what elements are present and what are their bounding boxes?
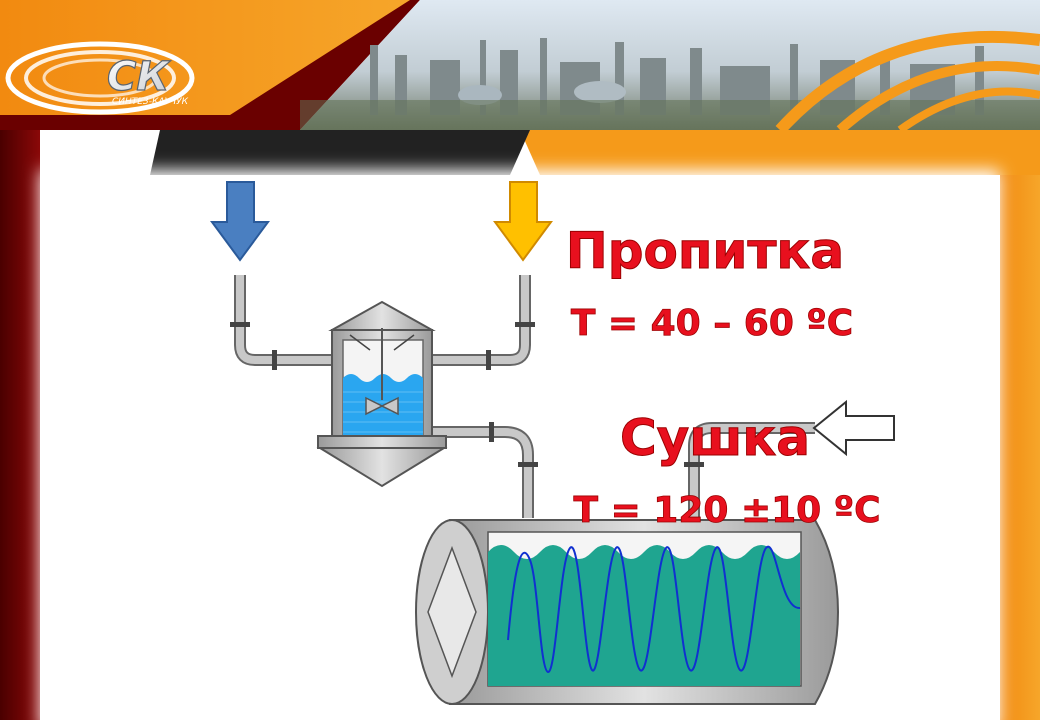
down-arrow-icon	[493, 181, 553, 262]
impregnation-title: Пропитка	[566, 222, 844, 280]
impregnation-tank	[316, 300, 448, 488]
logo-mark: СК	[107, 54, 171, 100]
company-logo: СК СИНТЕЗ-КАУЧУК	[5, 41, 195, 115]
logo-subtitle: СИНТЕЗ-КАУЧУК	[112, 97, 189, 107]
piping	[234, 275, 815, 518]
inlet-arrow-blue	[210, 181, 270, 262]
left-arrow-icon	[812, 399, 895, 457]
pipe-flanges	[230, 322, 704, 467]
labels: Пропитка T = 40 – 60 ºC Сушка T = 120 ±1…	[565, 222, 881, 532]
dryer-drum	[415, 519, 840, 705]
impregnation-temp: T = 40 – 60 ºC	[571, 303, 853, 344]
impeller-icon	[349, 328, 415, 416]
down-arrow-icon	[210, 181, 270, 262]
tank-liquid	[343, 374, 423, 444]
dryer-liquid	[488, 545, 800, 686]
drying-title: Сушка	[620, 409, 810, 467]
inlet-arrow-yellow	[493, 181, 553, 262]
inlet-arrow-white	[812, 399, 895, 457]
drying-temp: T = 120 ±10 ºC	[574, 490, 881, 531]
screw-conveyor	[507, 545, 801, 674]
